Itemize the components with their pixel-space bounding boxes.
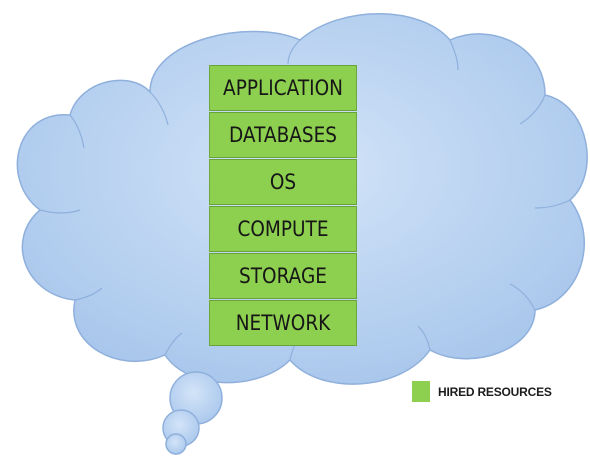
layer-stack: APPLICATION DATABASES OS COMPUTE STORAGE… [199, 65, 367, 347]
thought-bubble-small [165, 433, 187, 455]
legend-label: HIRED RESOURCES [438, 384, 552, 399]
legend: HIRED RESOURCES [412, 381, 552, 402]
layer-compute: COMPUTE [209, 206, 357, 252]
layer-os: OS [209, 159, 357, 205]
layer-network: NETWORK [209, 300, 357, 346]
legend-swatch [412, 381, 430, 402]
layer-application: APPLICATION [209, 65, 357, 111]
layer-storage: STORAGE [209, 253, 357, 299]
layer-databases: DATABASES [209, 112, 357, 158]
